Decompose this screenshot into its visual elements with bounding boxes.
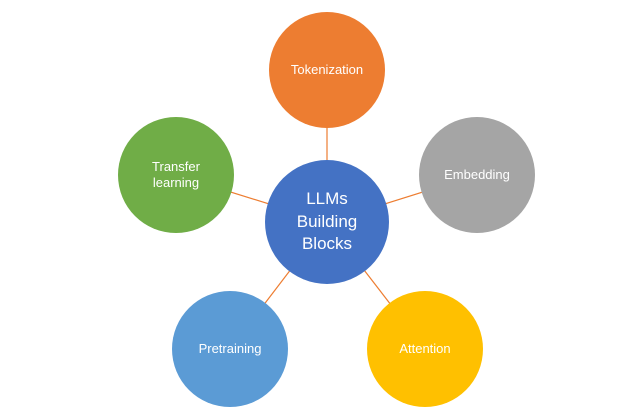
node-embedding-label: Embedding bbox=[444, 166, 510, 182]
node-tokenization-label: Tokenization bbox=[290, 61, 364, 77]
center-node: LLMs Building Blocks bbox=[265, 160, 389, 284]
node-attention: Attention bbox=[367, 291, 483, 407]
node-attention-label: Attention bbox=[399, 340, 451, 356]
node-transfer-learning-label: Transfer learning bbox=[152, 158, 200, 190]
node-transfer-learning: Transfer learning bbox=[118, 117, 234, 233]
node-embedding: Embedding bbox=[419, 117, 535, 233]
center-node-label: LLMs Building Blocks bbox=[296, 188, 358, 254]
node-tokenization: Tokenization bbox=[269, 12, 385, 128]
node-pretraining: Pretraining bbox=[172, 291, 288, 407]
node-pretraining-label: Pretraining bbox=[198, 340, 262, 356]
